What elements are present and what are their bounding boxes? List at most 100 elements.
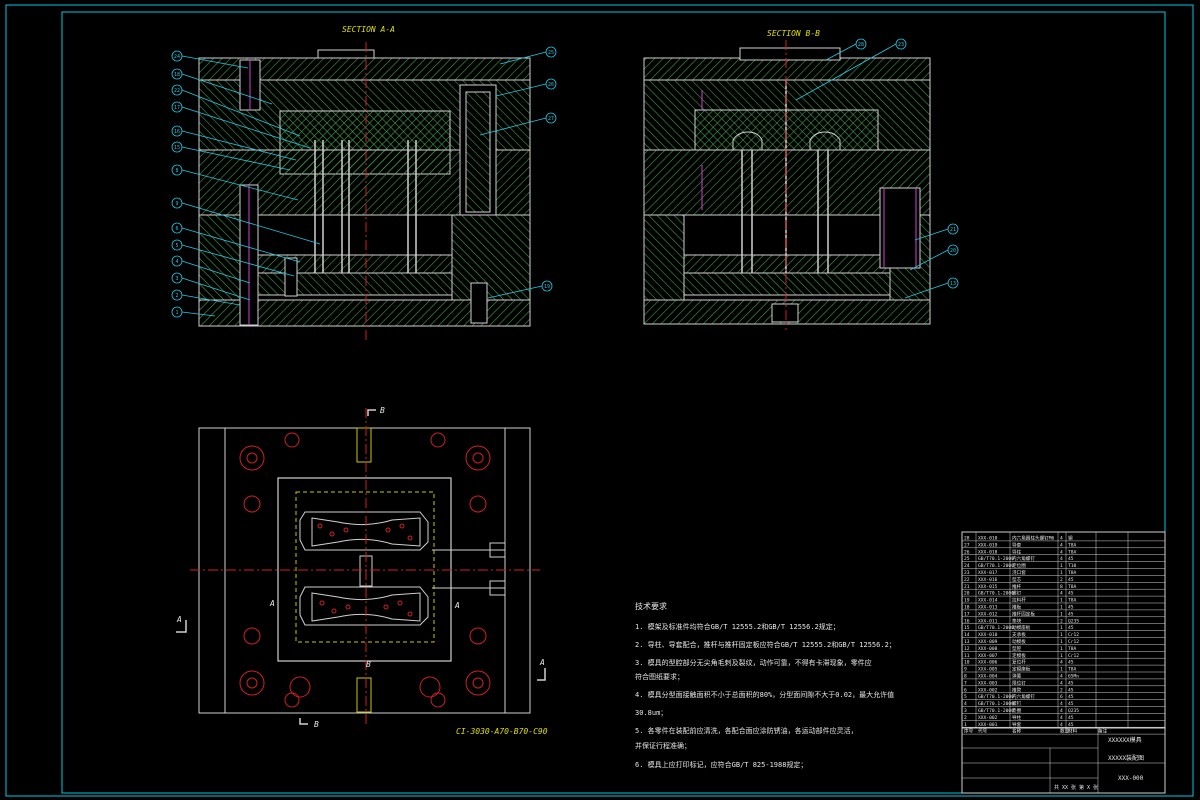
bb-balloon-20: 20 <box>950 248 956 254</box>
bom-cell: Q235 <box>1068 618 1079 624</box>
bb-spacer-left <box>643 214 685 301</box>
bom-cell: 6 <box>964 687 967 693</box>
bom-cell: GB/T70.1-2000 <box>978 701 1014 707</box>
bom-cell: T8A <box>1068 549 1077 555</box>
bom-cell: 限位钉 <box>1012 679 1026 686</box>
cut-label-b-inner: B <box>366 660 371 669</box>
bom-cell: T8A <box>1068 598 1077 604</box>
bom-cell: 动模座板 <box>1012 624 1031 631</box>
section-aa-title: SECTION A-A <box>342 25 395 34</box>
bom-cell: 2 <box>1060 577 1063 583</box>
bom-cell: 24 <box>964 563 970 569</box>
bom-cell: 4 <box>1060 660 1063 666</box>
bom-cell: 推管 <box>1012 686 1022 693</box>
bom-cell: 1 <box>1060 646 1063 652</box>
bom-cell: 1 <box>1060 605 1063 611</box>
bom-cell: XXX-015 <box>978 584 998 590</box>
bom-cell: 数量 <box>1060 728 1070 735</box>
bom-cell: 4 <box>1060 536 1063 542</box>
cut-label-a-left: A <box>176 615 182 624</box>
cut-label-a-inner-right: A <box>454 601 460 610</box>
bom-cell: 4 <box>1060 715 1063 721</box>
note-line-8: 并保证行程准确； <box>635 741 691 750</box>
bom-cell: 1 <box>1060 570 1063 576</box>
bb-balloon-21: 21 <box>950 227 956 233</box>
plastic-part-top <box>299 511 429 551</box>
bom-cell: 10 <box>964 660 970 666</box>
bom-cell: 1 <box>1060 611 1063 617</box>
bom-cell: 45 <box>1068 591 1074 597</box>
plan-bolt-holes <box>239 432 491 708</box>
bom-cell: T8A <box>1068 646 1077 652</box>
bom-cell: XXX-009 <box>978 639 998 645</box>
bom-cell: 7 <box>964 680 967 686</box>
outer-frame <box>5 4 1194 797</box>
bom-cell: 4 <box>1060 722 1063 728</box>
bom-cell: GB/T70.1-2000 <box>978 694 1014 700</box>
aa-balloon-5: 5 <box>175 243 178 249</box>
bom-cell: 4 <box>1060 680 1063 686</box>
bom-cell: 型腔 <box>1012 645 1022 652</box>
bom-cell: Q235 <box>1068 708 1079 714</box>
note-line-7: 5. 各零件在装配前应清洗，各配合面应涂防锈油，各运动部件应灵活， <box>635 726 858 735</box>
bom-cell: XXX-013 <box>978 605 998 611</box>
aa-balloon-6: 6 <box>175 226 178 232</box>
bom-cell: T8A <box>1068 584 1077 590</box>
bom-cell: 型芯 <box>1012 576 1022 583</box>
bom-cell: 支承板 <box>1012 631 1026 638</box>
bom-cell: 16 <box>964 618 970 624</box>
bom-cell: 1 <box>1060 632 1063 638</box>
bom-cell: 45 <box>1068 715 1074 721</box>
aa-balloon-8: 8 <box>175 168 178 174</box>
bom-cell: T8A <box>1068 542 1077 548</box>
bom-cell: XXX-014 <box>978 598 998 604</box>
bom-cell: 28 <box>964 536 970 542</box>
cut-label-b-bottom: B <box>314 720 319 729</box>
bom-cell: XXX-003 <box>978 680 998 686</box>
bom-cell: XXX-007 <box>978 653 998 659</box>
balloons-aa <box>171 46 557 318</box>
bom-cell: 定模座板 <box>1012 666 1031 673</box>
bom-cell: 20 <box>964 591 970 597</box>
bom-cell: 内六角螺钉 <box>1012 555 1035 562</box>
bom-cell: T8A <box>1068 667 1077 673</box>
note-line-6: 30.8um； <box>635 709 667 717</box>
bom-cell: 18 <box>964 605 970 611</box>
bom-cell: 导柱 <box>1012 548 1022 555</box>
bom-cell: Cr12 <box>1068 632 1079 638</box>
bom-cell: 45 <box>1068 660 1074 666</box>
bom-cell: 2 <box>1060 618 1063 624</box>
cut-label-a-right: A <box>539 658 545 667</box>
bom-cell: 4 <box>1060 674 1063 680</box>
bom-cell: 钢 <box>1068 535 1073 542</box>
bom-cell: 3 <box>964 708 967 714</box>
bom-cell: 导套 <box>1012 721 1022 728</box>
bom-cell: 45 <box>1068 680 1074 686</box>
locating-ring <box>317 49 375 59</box>
bom-cell: 12 <box>964 646 970 652</box>
notes-heading: 技术要求 <box>635 601 667 611</box>
aa-balloon-16: 16 <box>174 129 180 135</box>
bom-cell: 推板 <box>1012 604 1022 611</box>
bom-cell: 23 <box>964 570 970 576</box>
section-b-b-view: SECTION B-B <box>643 29 959 330</box>
bom-cell: GB/T70.1-2000 <box>978 591 1014 597</box>
balloons-bb <box>795 38 959 299</box>
title-frame <box>961 727 1166 794</box>
bom-cell: 8 <box>964 674 967 680</box>
drawing-number: XXX-000 <box>1118 775 1144 782</box>
bom-cell: 4 <box>1060 556 1063 562</box>
inner-frame <box>61 11 1166 794</box>
bb-sprue-bushing-head <box>739 47 841 61</box>
bom-cell: 15 <box>964 625 970 631</box>
bom-cell: 1 <box>964 722 967 728</box>
bom-cell: 45 <box>1068 701 1074 707</box>
bb-knockout-hole <box>771 303 799 323</box>
bom-cell: GB/T70.1-2000 <box>978 556 1014 562</box>
bom-cell: 45 <box>1068 625 1074 631</box>
bom-cell: XXX-004 <box>978 674 998 680</box>
bom-cell: 45 <box>1068 694 1074 700</box>
bom-cell: 6 <box>1060 694 1063 700</box>
